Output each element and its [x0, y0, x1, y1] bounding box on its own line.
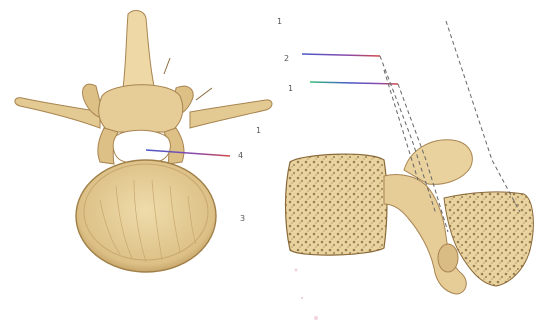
vertebral-body-section	[286, 154, 388, 255]
label-body-left: 3	[240, 214, 245, 223]
label-mid-a: 1	[256, 126, 261, 135]
label-top-left: 1	[277, 17, 282, 26]
right-transverse-process	[190, 100, 272, 128]
leader-second-right	[302, 54, 380, 56]
vertebral-body-superior	[76, 160, 216, 272]
vertebral-foramen	[113, 130, 170, 162]
label-mid-b: 4	[238, 151, 243, 160]
leader-third-right	[310, 82, 398, 84]
articular-facet	[438, 244, 458, 272]
label-third-row: 1	[288, 84, 293, 93]
vertebra-sagittal-section	[286, 140, 534, 294]
label-second-row: 2	[284, 54, 289, 63]
spinous-process	[122, 11, 156, 96]
connector-spinous	[446, 21, 520, 212]
scan-artifacts	[295, 269, 319, 321]
vertebra-superior-view	[15, 11, 272, 272]
labels: 1 2 1 1 4 3	[238, 17, 293, 223]
vertebral-arch	[99, 85, 183, 132]
